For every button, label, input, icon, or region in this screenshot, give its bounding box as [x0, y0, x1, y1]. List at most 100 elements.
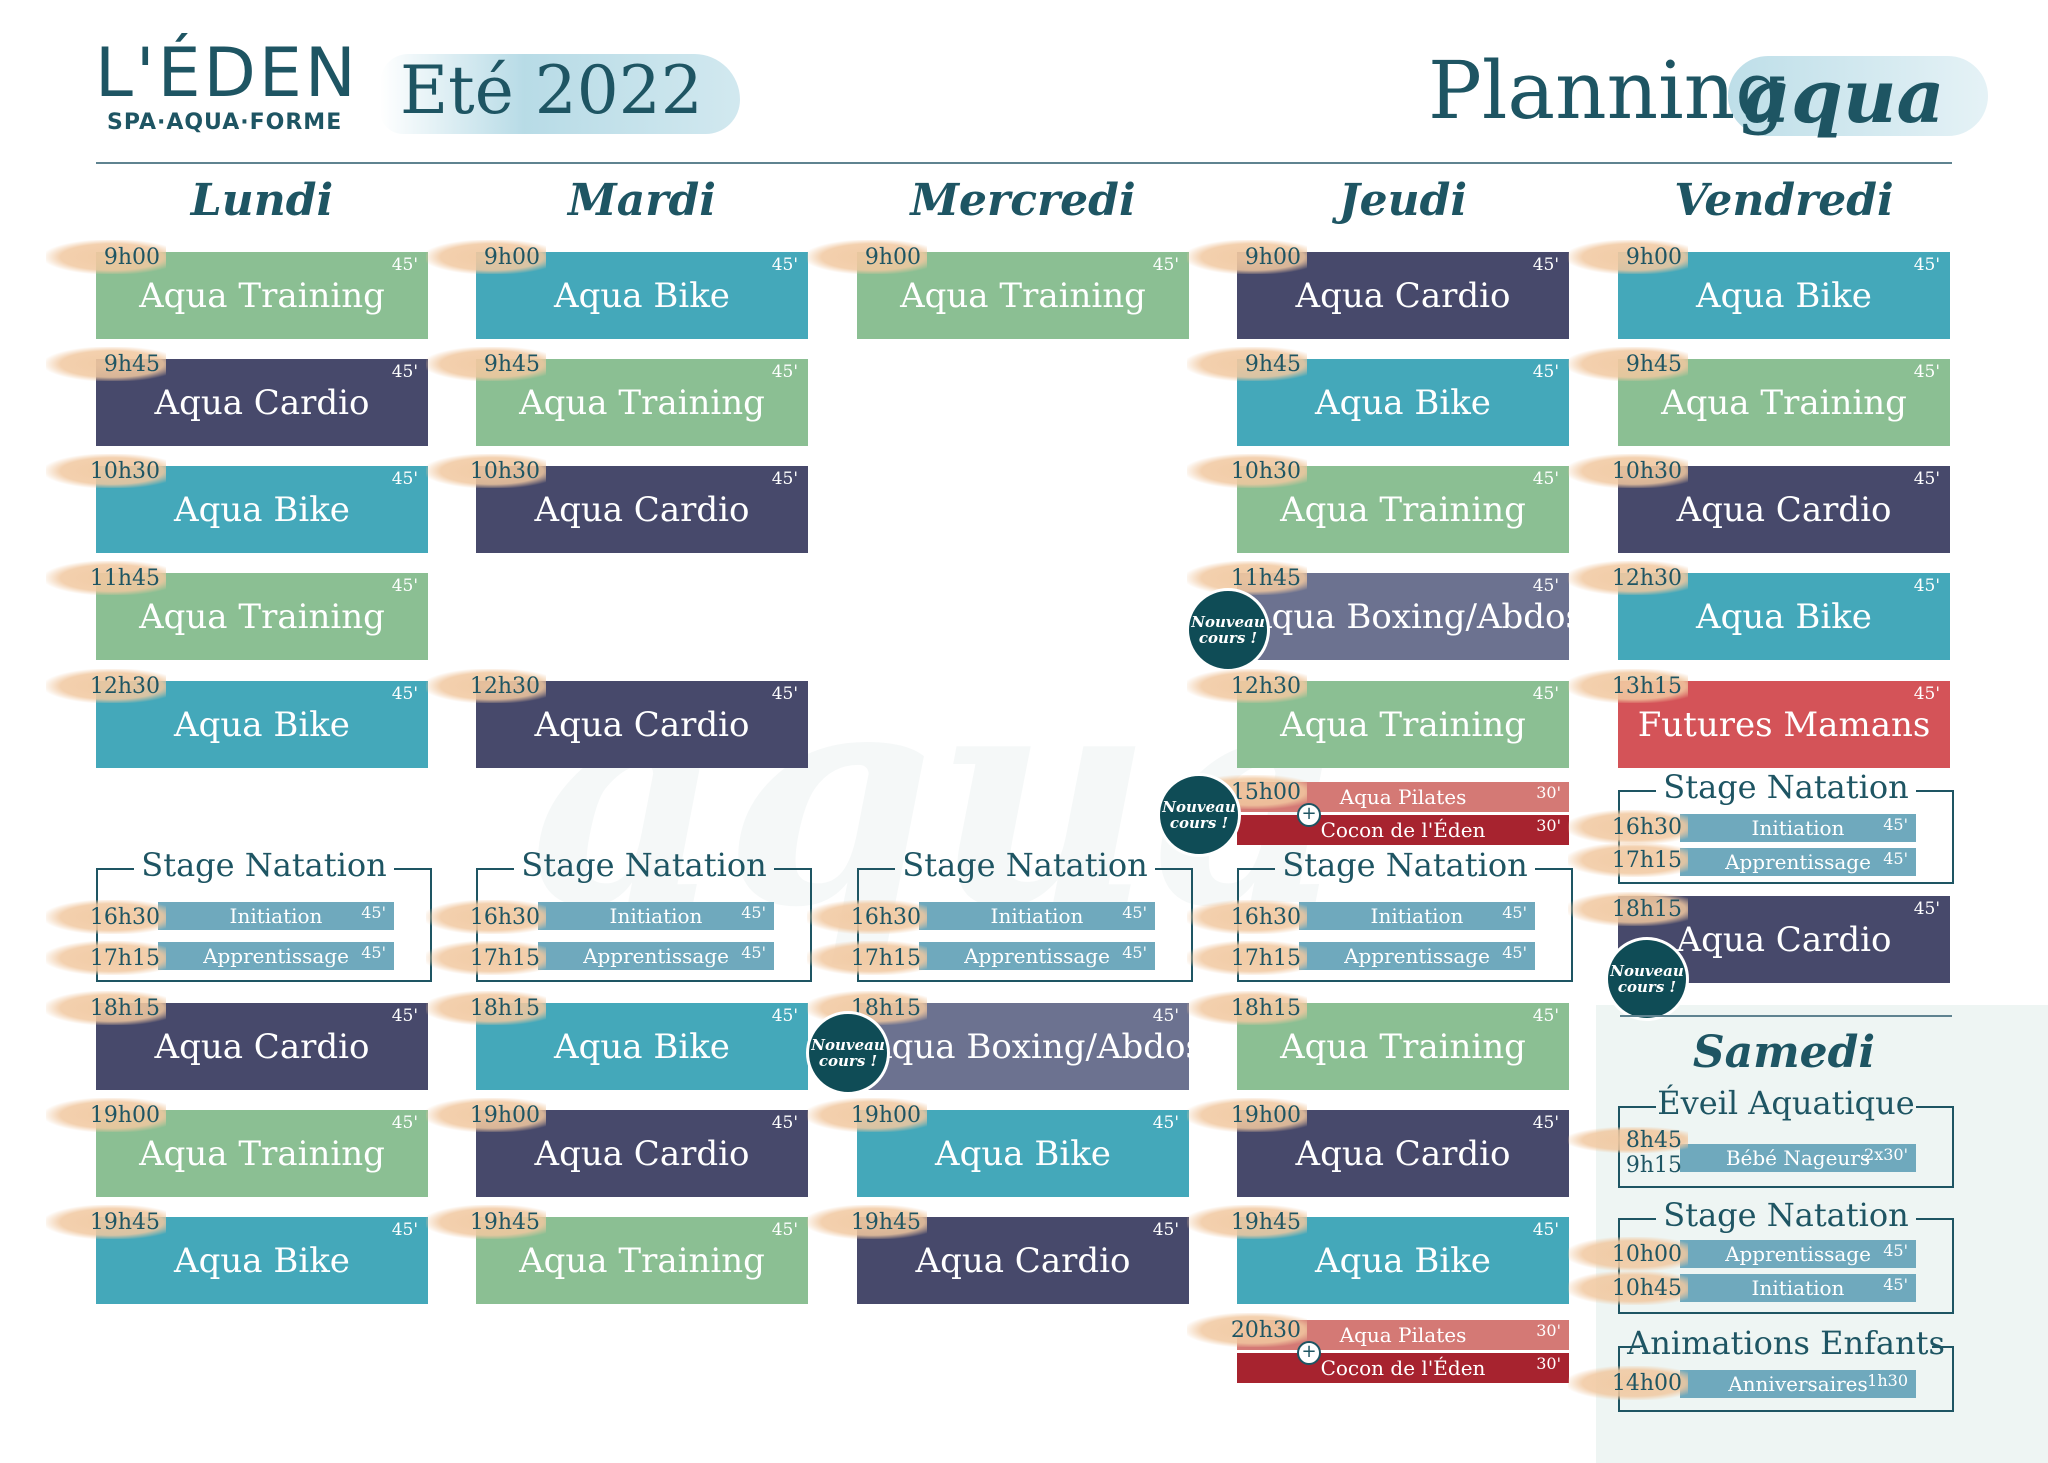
time-tag: 18h15 — [1568, 892, 1688, 926]
stage-session[interactable]: Apprentissage 45' — [158, 942, 394, 970]
time-tag: 12h30 — [46, 669, 166, 703]
stage-session[interactable]: Initiation 45' — [158, 902, 394, 930]
time-tag: 9h00 — [1187, 240, 1307, 274]
class-duration: 45' — [771, 684, 798, 704]
saturday-divider — [1620, 1015, 1952, 1017]
session-name: Apprentissage — [964, 944, 1110, 968]
class-duration: 45' — [1532, 1113, 1559, 1133]
stage-title: Stage Natation — [1663, 1196, 1909, 1234]
class-name: Aqua Cardio — [1676, 489, 1892, 530]
session-duration: 45' — [741, 903, 766, 922]
class-name: Aqua Boxing/Abdos — [867, 1026, 1203, 1067]
stage-session[interactable]: Apprentissage 45' — [919, 942, 1155, 970]
time-tag: 18h15 — [46, 991, 166, 1025]
class-name: Aqua Training — [1280, 1026, 1526, 1067]
class-name: Aqua Bike — [554, 1026, 730, 1067]
stage-border — [478, 868, 514, 870]
session-name: Initiation — [229, 904, 323, 928]
time-tag: 14h00 — [1568, 1366, 1688, 1400]
time-tag: 19h45 — [1187, 1205, 1307, 1239]
time-tag: 18h15 — [1187, 991, 1307, 1025]
stage-session[interactable]: Apprentissage 45' — [538, 942, 774, 970]
session-duration: 30' — [1536, 816, 1561, 835]
class-duration: 45' — [391, 576, 418, 596]
season-brush-decoration — [380, 54, 740, 134]
stage-session[interactable]: Initiation 45' — [1680, 1274, 1916, 1302]
stage-natation-box: Stage Natation Apprentissage 45' Initiat… — [1618, 1196, 1954, 1314]
class-duration: 45' — [771, 362, 798, 382]
class-name: Aqua Training — [139, 596, 385, 637]
class-name: Aqua Training — [519, 382, 765, 423]
time-tag: 9h00 — [426, 240, 546, 274]
stage-session[interactable]: Initiation 45' — [919, 902, 1155, 930]
time-tag: 9h45 — [426, 347, 546, 381]
cocon-session[interactable]: Cocon de l'Éden 30' — [1237, 815, 1569, 845]
class-block[interactable]: Aqua Bike 45' — [476, 1003, 808, 1090]
time-tag: 19h45 — [807, 1205, 927, 1239]
time-tag: 19h45 — [426, 1205, 546, 1239]
class-block[interactable]: Aqua Cardio 45' — [96, 359, 428, 446]
stage-session[interactable]: Apprentissage 45' — [1299, 942, 1535, 970]
session-name: Initiation — [1751, 816, 1845, 840]
session-duration: 30' — [1536, 1321, 1561, 1340]
session-duration: 45' — [1502, 943, 1527, 962]
stage-title: Stage Natation — [141, 846, 387, 884]
session-name: Apprentissage — [1725, 1242, 1871, 1266]
class-duration: 45' — [1152, 255, 1179, 275]
logo-tagline: SPA·AQUA·FORME — [107, 110, 343, 135]
class-block[interactable]: Aqua Training 45' — [96, 573, 428, 660]
time-tag: 11h45 — [1187, 561, 1307, 595]
time-tag: 10h30 — [46, 454, 166, 488]
time-tag: 12h30 — [1187, 669, 1307, 703]
stage-session[interactable]: Apprentissage 45' — [1680, 1240, 1916, 1268]
stage-border — [394, 868, 430, 870]
stage-session[interactable]: Anniversaires 1h30 — [1680, 1370, 1916, 1398]
nouveau-cours-badge: Nouveau cours ! — [1186, 588, 1270, 672]
class-name: Aqua Training — [139, 1133, 385, 1174]
class-block[interactable]: Aqua Cardio 45' — [476, 681, 808, 768]
animations-enfants-box: Animations Enfants Anniversaires 1h30 — [1618, 1324, 1954, 1412]
class-block[interactable]: Aqua Cardio 45' — [476, 1110, 808, 1197]
class-block[interactable]: Aqua Boxing/Abdos 45' — [857, 1003, 1203, 1090]
class-duration: 45' — [1532, 576, 1559, 596]
class-name: Aqua Training — [1280, 704, 1526, 745]
time-tag: 9h00 — [1568, 240, 1688, 274]
header-divider — [96, 162, 1952, 164]
class-block[interactable]: Aqua Cardio 45' — [857, 1217, 1189, 1304]
stage-session[interactable]: Apprentissage 45' — [1680, 848, 1916, 876]
class-duration: 45' — [1532, 362, 1559, 382]
stage-title: Animations Enfants — [1627, 1324, 1945, 1362]
eveil-aquatique-box: Éveil Aquatique Bébé Nageurs 2x30' — [1618, 1084, 1954, 1188]
stage-natation-box: Stage Natation Initiation 45' Apprentiss… — [1237, 846, 1573, 982]
title-brush-decoration — [1728, 56, 1988, 136]
stage-session[interactable]: Initiation 45' — [538, 902, 774, 930]
class-name: Aqua Bike — [174, 1240, 350, 1281]
nouveau-cours-badge: Nouveau cours ! — [1157, 773, 1241, 857]
class-block[interactable]: Aqua Cardio 45' — [1618, 896, 1950, 983]
class-duration: 45' — [391, 1113, 418, 1133]
class-name: Aqua Bike — [554, 275, 730, 316]
class-block[interactable]: Aqua Training 45' — [476, 1217, 808, 1304]
class-duration: 45' — [1913, 469, 1940, 489]
stage-title: Stage Natation — [1663, 768, 1909, 806]
time-tag: 9h45 — [1568, 347, 1688, 381]
stage-border — [98, 868, 134, 870]
time-tag: 8h45 — [1568, 1127, 1688, 1153]
day-header-samedi: Samedi — [1692, 1027, 1876, 1078]
class-block[interactable]: Aqua Cardio 45' — [96, 1003, 428, 1090]
cocon-session[interactable]: Cocon de l'Éden 30' — [1237, 1353, 1569, 1383]
stage-session[interactable]: Bébé Nageurs 2x30' — [1680, 1144, 1916, 1172]
session-name: Initiation — [609, 904, 703, 928]
class-name: Aqua Training — [900, 275, 1146, 316]
time-tag: 16h30 — [426, 900, 546, 934]
stage-session[interactable]: Initiation 45' — [1299, 902, 1535, 930]
class-name: Futures Mamans — [1637, 704, 1931, 745]
class-name: Aqua Bike — [1315, 1240, 1491, 1281]
stage-session[interactable]: Initiation 45' — [1680, 814, 1916, 842]
session-duration: 2x30' — [1864, 1145, 1908, 1164]
class-duration: 45' — [391, 1006, 418, 1026]
class-name: Aqua Cardio — [154, 382, 370, 423]
class-name: Aqua Cardio — [154, 1026, 370, 1067]
session-name: Cocon de l'Éden — [1320, 818, 1486, 842]
class-block[interactable]: Aqua Cardio 45' — [1618, 466, 1950, 553]
